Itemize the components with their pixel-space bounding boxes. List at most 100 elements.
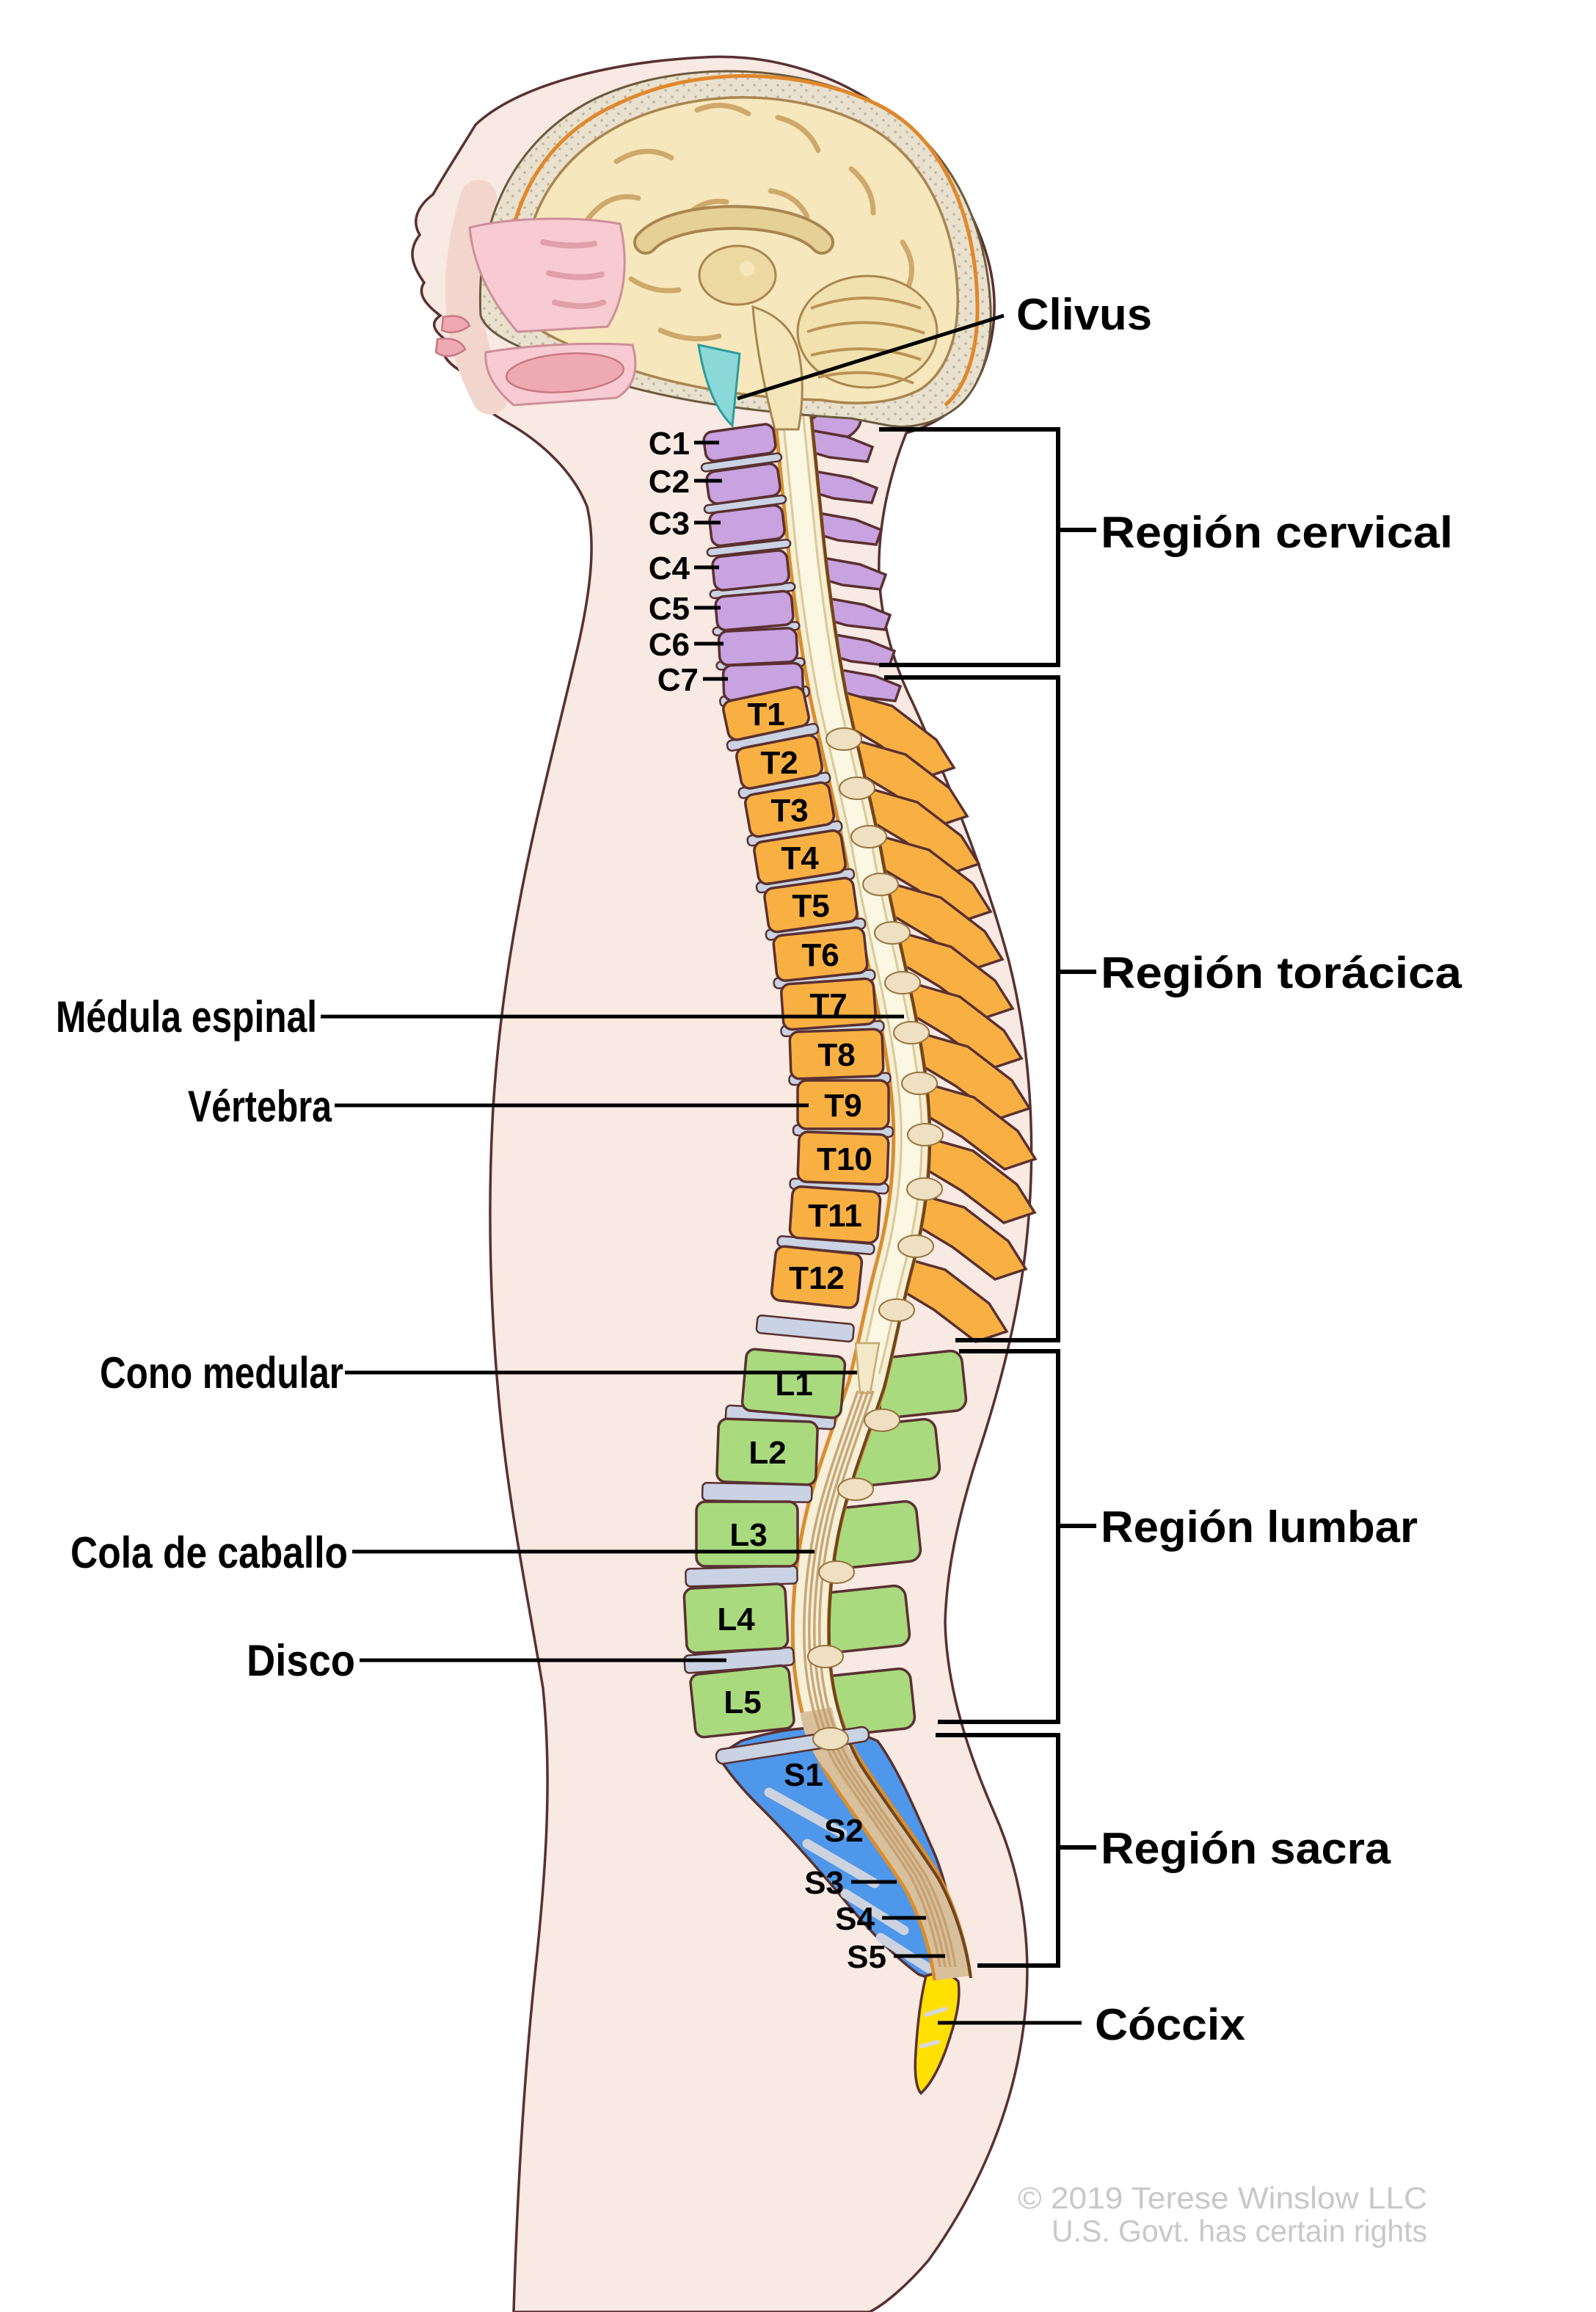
dura-line [503, 74, 980, 407]
bracket-toracica [884, 675, 1060, 1342]
vertebra-body-T8 [788, 1028, 885, 1080]
disco-label: Disco [247, 1636, 355, 1685]
bracket-cervical [879, 427, 1060, 667]
label-C7: C7 [657, 662, 699, 698]
label-T5: T5 [792, 888, 829, 924]
facet-knob-T8 [901, 1072, 938, 1095]
label-S5: S5 [847, 1939, 886, 1975]
facet-knob-T7 [893, 1021, 930, 1044]
thalamus-detail [740, 261, 754, 276]
facet-knob-L4 [807, 1645, 844, 1668]
facet-knob-T4 [862, 873, 899, 896]
label-C3: C3 [649, 506, 690, 542]
tongue [505, 352, 625, 393]
label-T9: T9 [824, 1088, 861, 1124]
vertebra-body-C1 [702, 423, 777, 462]
facet-knob-L5 [812, 1727, 849, 1751]
vertebra-body-C6 [717, 627, 799, 666]
vertebra-body-T1 [722, 686, 810, 741]
facet-knob-L1 [864, 1408, 900, 1432]
label-T3: T3 [770, 793, 808, 829]
vertebra-body-C3 [708, 504, 786, 548]
vertebra-body-T3 [743, 781, 836, 838]
nasal-conchae [540, 239, 606, 309]
clivus-structure [697, 343, 741, 429]
copyright-line2: U.S. Govt. has certain rights [1052, 2214, 1427, 2248]
region-cervical-label: Región cervical [1101, 508, 1453, 557]
facet-knob-L2 [837, 1477, 874, 1501]
sacral-dashes [851, 1880, 945, 1958]
facet-knob-T12 [878, 1298, 915, 1322]
thalamus [698, 244, 777, 306]
face-shading [445, 180, 509, 415]
label-S2: S2 [824, 1813, 864, 1849]
label-T4: T4 [781, 840, 819, 876]
sacral-segment-lines [764, 1787, 934, 1974]
annotation-labels: Clivus Región cervical Región torácica R… [56, 290, 1462, 2049]
vertebra-body-C4 [711, 549, 790, 592]
vertebra-body-T5 [763, 876, 859, 934]
facet-knob-T11 [897, 1235, 934, 1258]
vertebra-body-C2 [705, 462, 781, 505]
facet-knob-T10 [906, 1177, 943, 1201]
intervertebral-disc [685, 1565, 798, 1588]
coccyx-shape [914, 1972, 961, 2095]
facet-knob-T3 [850, 825, 887, 848]
cervical-dashes [694, 440, 728, 681]
label-T12: T12 [789, 1260, 845, 1296]
cono-medular-label: Cono medular [100, 1348, 343, 1397]
label-T8: T8 [817, 1037, 855, 1073]
cola-de-caballo-label: Cola de caballo [70, 1528, 348, 1577]
spinous-processes [802, 407, 1038, 1737]
intervertebral-disc [701, 1482, 813, 1503]
region-sacra-label: Región sacra [1101, 1824, 1391, 1873]
intervertebral-disc [706, 538, 792, 558]
label-T11: T11 [808, 1198, 861, 1234]
facet-knob-T5 [874, 921, 911, 945]
vertebra-body-C5 [714, 589, 795, 632]
conus-medullaris [854, 1342, 881, 1395]
facet-knob-L3 [818, 1560, 855, 1584]
bracket-sacra [936, 1733, 1060, 1968]
label-C1: C1 [649, 426, 690, 462]
vertebra-label: Vértebra [188, 1082, 332, 1131]
label-C2: C2 [649, 464, 690, 500]
clivus-leader [737, 313, 1005, 401]
vertebra-body-L5 [689, 1664, 795, 1739]
intervertebral-disc [755, 1315, 855, 1342]
copyright-line1: © 2019 Terese Winslow LLC [1018, 2181, 1427, 2215]
vertebra-body-T4 [753, 829, 847, 886]
label-C6: C6 [649, 627, 690, 663]
coccix-label: Cóccix [1095, 2000, 1245, 2049]
bracket-lumbar [938, 1349, 1060, 1724]
label-L2: L2 [748, 1435, 786, 1471]
medula-espinal-label: Médula espinal [56, 992, 317, 1042]
vertebra-body-L1 [740, 1348, 847, 1419]
facet-knob-T9 [907, 1123, 944, 1146]
vertebra-body-T10 [796, 1130, 890, 1186]
label-L3: L3 [729, 1517, 767, 1553]
label-L4: L4 [717, 1602, 755, 1637]
vertebra-body-T6 [772, 926, 869, 982]
label-T1: T1 [747, 697, 784, 733]
label-C5: C5 [649, 591, 690, 627]
spinal-cord-group [776, 352, 972, 1978]
leader-lines [321, 313, 1096, 2025]
label-L5: L5 [724, 1684, 761, 1720]
upper-lip [440, 315, 471, 334]
label-S1: S1 [784, 1757, 823, 1793]
vertebra-body-L4 [682, 1582, 790, 1654]
facet-knob-T6 [884, 971, 921, 995]
copyright: © 2019 Terese Winslow LLC U.S. Govt. has… [1018, 2181, 1427, 2248]
facet-knobs [807, 727, 944, 1751]
vertebra-body-L2 [715, 1417, 819, 1486]
label-S3: S3 [804, 1865, 844, 1901]
facet-knob-T2 [839, 777, 875, 800]
label-T6: T6 [801, 937, 839, 973]
facet-knob-T1 [826, 727, 862, 751]
label-T2: T2 [760, 745, 798, 781]
label-T10: T10 [817, 1141, 872, 1177]
vertebra-body-T12 [770, 1245, 864, 1309]
